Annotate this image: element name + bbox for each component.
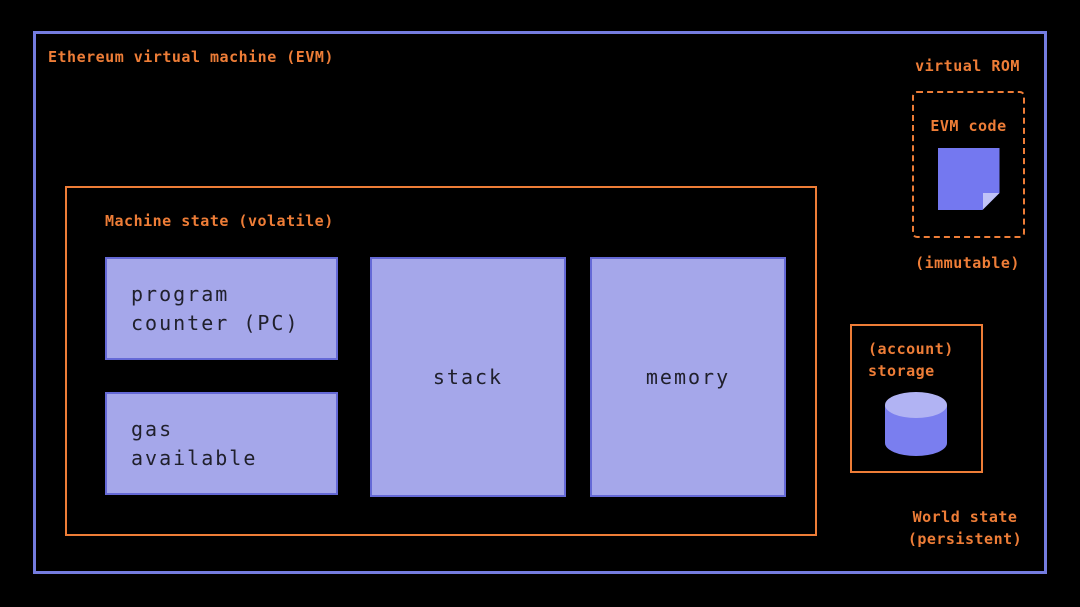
memory-box: memory [590, 257, 786, 497]
account-storage-label-line1: (account) [868, 340, 954, 358]
account-storage-label-line2: storage [868, 362, 935, 380]
immutable-label: (immutable) [915, 254, 1020, 272]
evm-code-label: EVM code [930, 117, 1007, 135]
account-storage-label: (account) storage [868, 338, 954, 382]
account-storage-box: (account) storage [850, 324, 983, 473]
stack-box: stack [370, 257, 566, 497]
gas-available-label-line1: gas [131, 416, 174, 441]
program-counter-label-line1: program [131, 281, 230, 306]
machine-state-box: Machine state (volatile) program counter… [65, 186, 817, 536]
world-state-label-line1: World state [912, 508, 1018, 526]
gas-available-label-line2: available [131, 445, 258, 470]
stack-label: stack [432, 364, 504, 389]
memory-label: memory [645, 364, 731, 389]
world-state-label: World state (persistent) [880, 506, 1050, 550]
evm-code-box: EVM code [912, 91, 1025, 238]
sticky-note-icon [937, 148, 1000, 210]
world-state-label-line2: (persistent) [907, 530, 1023, 548]
machine-state-label: Machine state (volatile) [105, 212, 334, 230]
evm-frame [33, 31, 1047, 574]
virtual-rom-label: virtual ROM [915, 57, 1020, 75]
database-cylinder-icon [885, 392, 947, 456]
evm-title: Ethereum virtual machine (EVM) [48, 48, 334, 66]
database-cylinder-top [885, 392, 947, 418]
program-counter-label-line2: counter (PC) [131, 310, 300, 335]
gas-available-box: gas available [105, 392, 338, 495]
program-counter-box: program counter (PC) [105, 257, 338, 360]
